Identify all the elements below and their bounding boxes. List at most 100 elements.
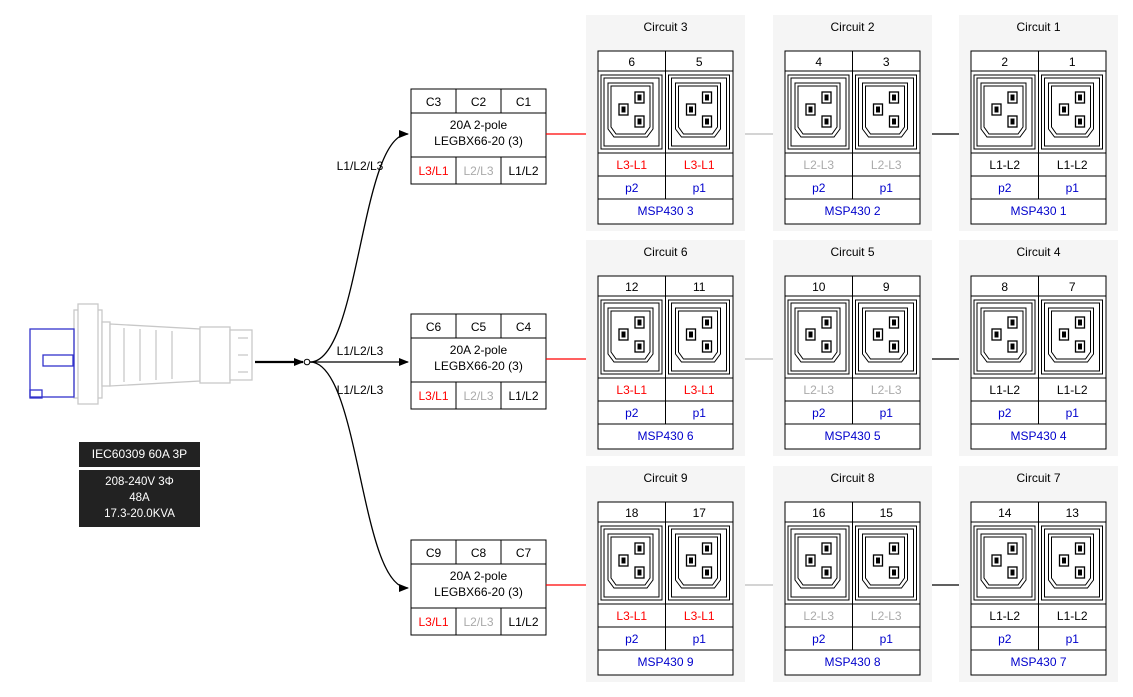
iec-c19-socket-icon: [787, 525, 850, 601]
breaker-id: C9: [426, 546, 442, 560]
outlet-number: 4: [815, 55, 822, 69]
circuit-controller: MSP430 6: [637, 429, 693, 443]
outlet-phase: L3-L1: [684, 609, 715, 623]
outlet-phase: L3-L1: [684, 158, 715, 172]
outlet-port: p2: [625, 632, 639, 646]
outlet-port: p1: [880, 181, 894, 195]
circuit-title: Circuit 3: [643, 20, 687, 34]
circuit-title: Circuit 7: [1016, 471, 1060, 485]
outlet-phase: L1-L2: [989, 383, 1020, 397]
circuit-controller: MSP430 7: [1010, 655, 1066, 669]
iec-c19-socket-icon: [600, 525, 663, 601]
breaker-id: C5: [471, 320, 487, 334]
iec-c19-socket-icon: [1041, 525, 1103, 601]
circuit-controller: MSP430 4: [1010, 429, 1066, 443]
outlet-port: p2: [812, 632, 826, 646]
feed-label: L1/L2/L3: [337, 383, 384, 397]
outlet-phase: L2-L3: [871, 158, 902, 172]
outlet-phase: L2-L3: [803, 609, 834, 623]
iec-c19-socket-icon: [1041, 74, 1103, 150]
outlet-number: 6: [628, 55, 635, 69]
outlet-port: p1: [1066, 406, 1080, 420]
outlet-number: 8: [1001, 280, 1008, 294]
circuit-controller: MSP430 9: [637, 655, 693, 669]
inlet-spec-label: IEC60309 60A 3P 208-240V 3Φ 48A 17.3-20.…: [79, 442, 200, 527]
circuit-title: Circuit 5: [830, 245, 874, 259]
feed-label: L1/L2/L3: [337, 344, 384, 358]
outlet-number: 7: [1069, 280, 1076, 294]
outlet-phase: L1-L2: [1057, 609, 1088, 623]
circuit-controller: MSP430 8: [824, 655, 880, 669]
outlet-number: 16: [812, 506, 826, 520]
breaker-id: C4: [516, 320, 532, 334]
outlet-phase: L2-L3: [803, 383, 834, 397]
outlet-port: p2: [998, 632, 1012, 646]
outlet-number: 11: [693, 280, 706, 294]
breaker-phase: L2/L3: [463, 164, 493, 178]
outlet-port: p1: [1066, 181, 1080, 195]
iec-c19-socket-icon: [787, 299, 850, 375]
breaker-id: C1: [516, 95, 532, 109]
outlet-number: 1: [1069, 55, 1076, 69]
breaker-id: C3: [426, 95, 442, 109]
iec-c19-socket-icon: [855, 525, 917, 601]
outlet-phase: L1-L2: [989, 609, 1020, 623]
outlet-number: 18: [625, 506, 639, 520]
outlet-phase: L1-L2: [1057, 383, 1088, 397]
outlet-phase: L3-L1: [616, 609, 647, 623]
iec-c19-socket-icon: [787, 74, 850, 150]
inlet-title: IEC60309 60A 3P: [79, 442, 200, 467]
circuit-title: Circuit 2: [830, 20, 874, 34]
outlet-number: 14: [998, 506, 1012, 520]
outlet-number: 3: [883, 55, 890, 69]
iec-c19-socket-icon: [973, 299, 1036, 375]
iec-c19-socket-icon: [600, 74, 663, 150]
outlet-phase: L1-L2: [1057, 158, 1088, 172]
outlet-port: p1: [1066, 632, 1080, 646]
outlet-number: 17: [693, 506, 707, 520]
breaker-rating: 20A 2-pole: [450, 118, 508, 132]
circuit-controller: MSP430 2: [824, 204, 880, 218]
iec-c19-socket-icon: [668, 525, 730, 601]
outlet-phase: L2-L3: [871, 383, 902, 397]
outlet-port: p1: [693, 406, 707, 420]
inlet-power: 17.3-20.0KVA: [104, 508, 175, 520]
outlet-port: p2: [625, 181, 639, 195]
breaker-model: LEGBX66-20 (3): [434, 359, 523, 373]
circuit-controller: MSP430 5: [824, 429, 880, 443]
outlet-port: p1: [693, 181, 707, 195]
iec-c19-socket-icon: [600, 299, 663, 375]
iec-c19-socket-icon: [668, 299, 730, 375]
outlet-number: 2: [1001, 55, 1008, 69]
outlet-port: p2: [812, 181, 826, 195]
breaker-phase: L1/L2: [508, 164, 538, 178]
outlet-phase: L2-L3: [871, 609, 902, 623]
breaker-model: LEGBX66-20 (3): [434, 585, 523, 599]
circuit-title: Circuit 1: [1016, 20, 1060, 34]
outlet-number: 5: [696, 55, 703, 69]
outlet-port: p1: [880, 406, 894, 420]
breaker-model: LEGBX66-20 (3): [434, 134, 523, 148]
outlet-number: 10: [812, 280, 826, 294]
outlet-port: p1: [880, 632, 894, 646]
outlet-phase: L3-L1: [616, 383, 647, 397]
outlet-number: 9: [883, 280, 890, 294]
outlet-phase: L1-L2: [989, 158, 1020, 172]
outlet-number: 15: [880, 506, 894, 520]
